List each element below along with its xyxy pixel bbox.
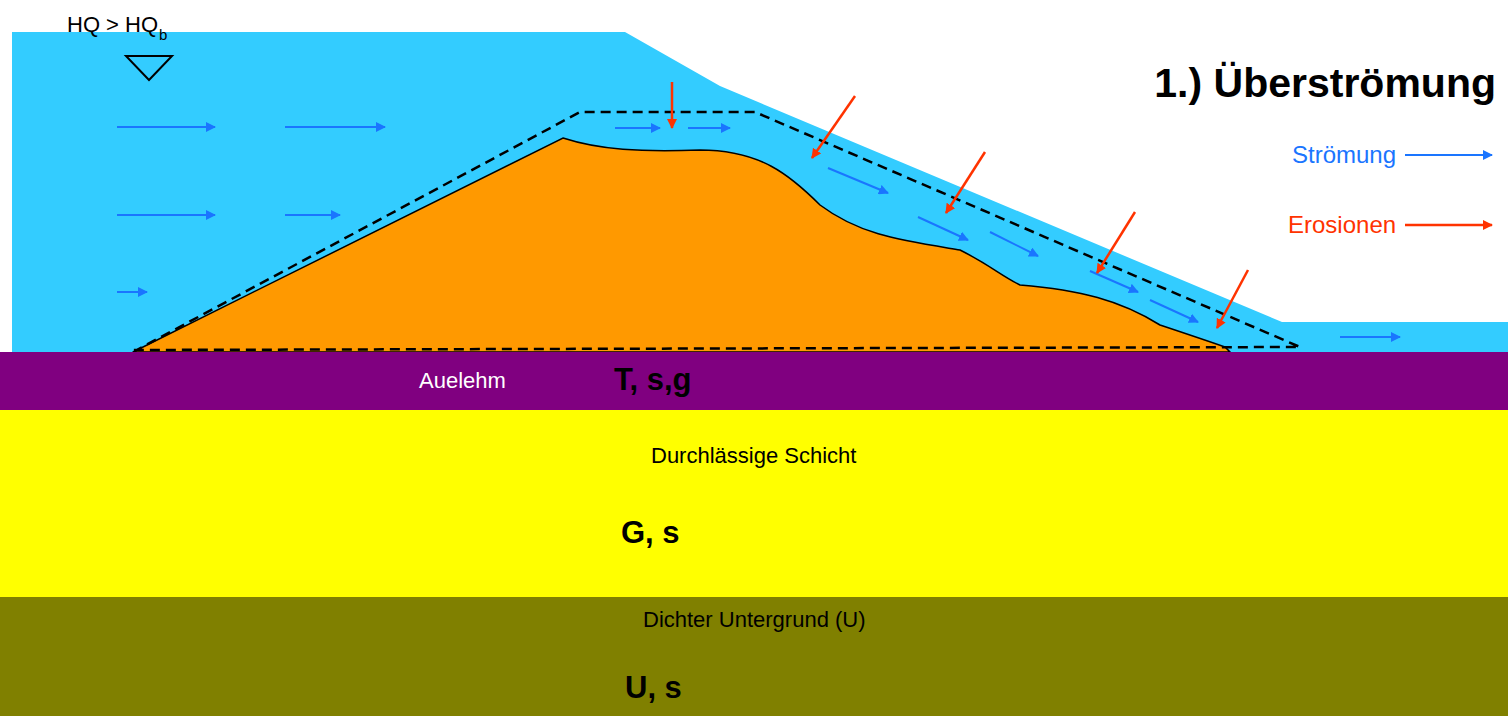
water-level-symbol: [126, 56, 172, 80]
permeable-layer: Durchlässige Schicht G, s: [0, 410, 1508, 597]
dike-body: [133, 138, 1230, 352]
legend-erosion-sample: [1405, 224, 1492, 227]
legend-text: Strömung: [1292, 141, 1396, 169]
clay-layer: Auelehm T, s,g: [0, 352, 1508, 410]
soil-code: T, s,g: [614, 362, 692, 398]
flow-arrows: [117, 127, 1400, 337]
subscript-label: b: [159, 26, 167, 43]
water-body: [12, 32, 1508, 352]
layer-name: Durchlässige Schicht: [651, 443, 856, 469]
soil-code: G, s: [621, 515, 680, 551]
dense-subsoil: Dichter Untergrund (U) U, s: [0, 597, 1508, 716]
legend-text: Erosionen: [1288, 211, 1396, 239]
layer-name: Auelehm: [419, 368, 506, 394]
diagram-title: 1.) Überströmung: [1154, 60, 1496, 107]
soil-code: U, s: [625, 670, 682, 706]
layer-name: Dichter Untergrund (U): [643, 607, 866, 633]
erosion-arrows: [672, 82, 1248, 328]
legend-flow-sample: [1405, 154, 1492, 156]
water-level-label: HQ > HQ: [67, 12, 158, 38]
original-profile: [133, 112, 1300, 352]
